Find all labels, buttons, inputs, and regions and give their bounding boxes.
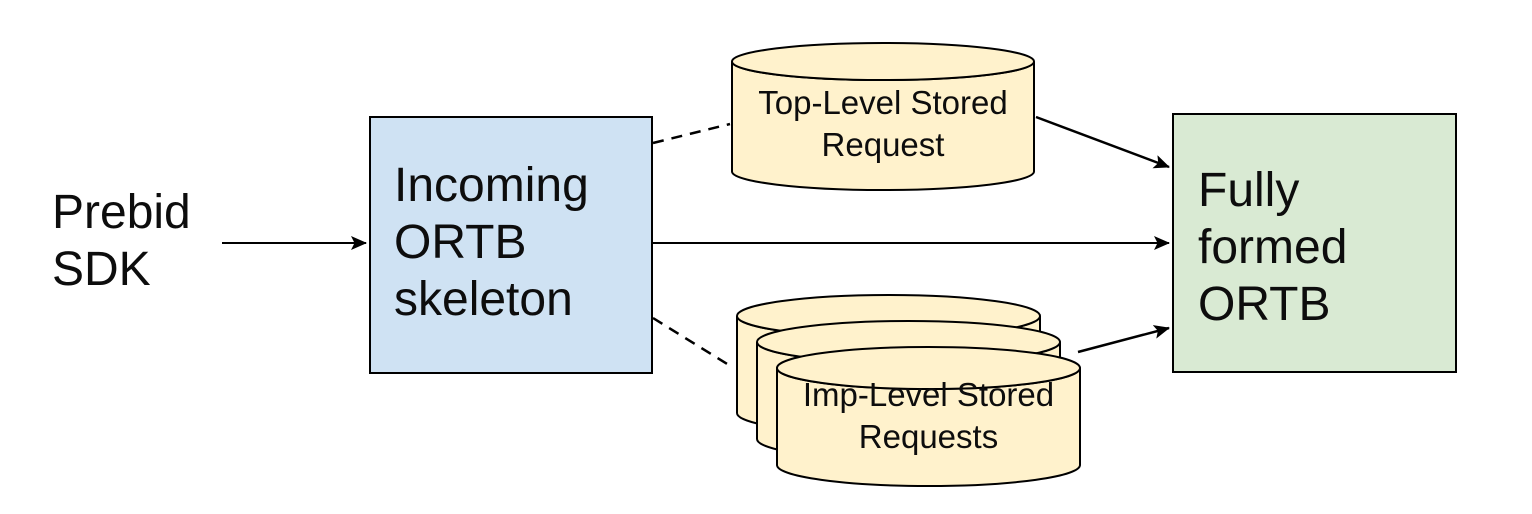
cylinder-front [776, 346, 1081, 487]
top-level-stored-request-node [731, 42, 1035, 191]
top-level-stored-request-label: Top-Level Stored Request [758, 84, 1008, 163]
fully-formed-ortb-node [1172, 113, 1457, 373]
cylinder-top [731, 42, 1035, 81]
imp-level-stored-requests-node [736, 294, 1081, 487]
fully-formed-ortb-label: Fully formed ORTB [1198, 164, 1348, 331]
edge-top-stored-to-fully-formed [1035, 115, 1170, 169]
edge-incoming-to-top-stored [652, 122, 731, 145]
edge-incoming-to-imp-stored [652, 316, 733, 369]
prebid-sdk-label: Prebid SDK [52, 186, 191, 296]
edge-imp-stored-to-fully-formed [1077, 325, 1170, 354]
incoming-ortb-skeleton-label: Incoming ORTB skeleton [394, 159, 589, 326]
imp-level-stored-requests-label: Imp-Level Stored Requests [802, 376, 1055, 455]
incoming-ortb-skeleton-node [369, 116, 653, 374]
